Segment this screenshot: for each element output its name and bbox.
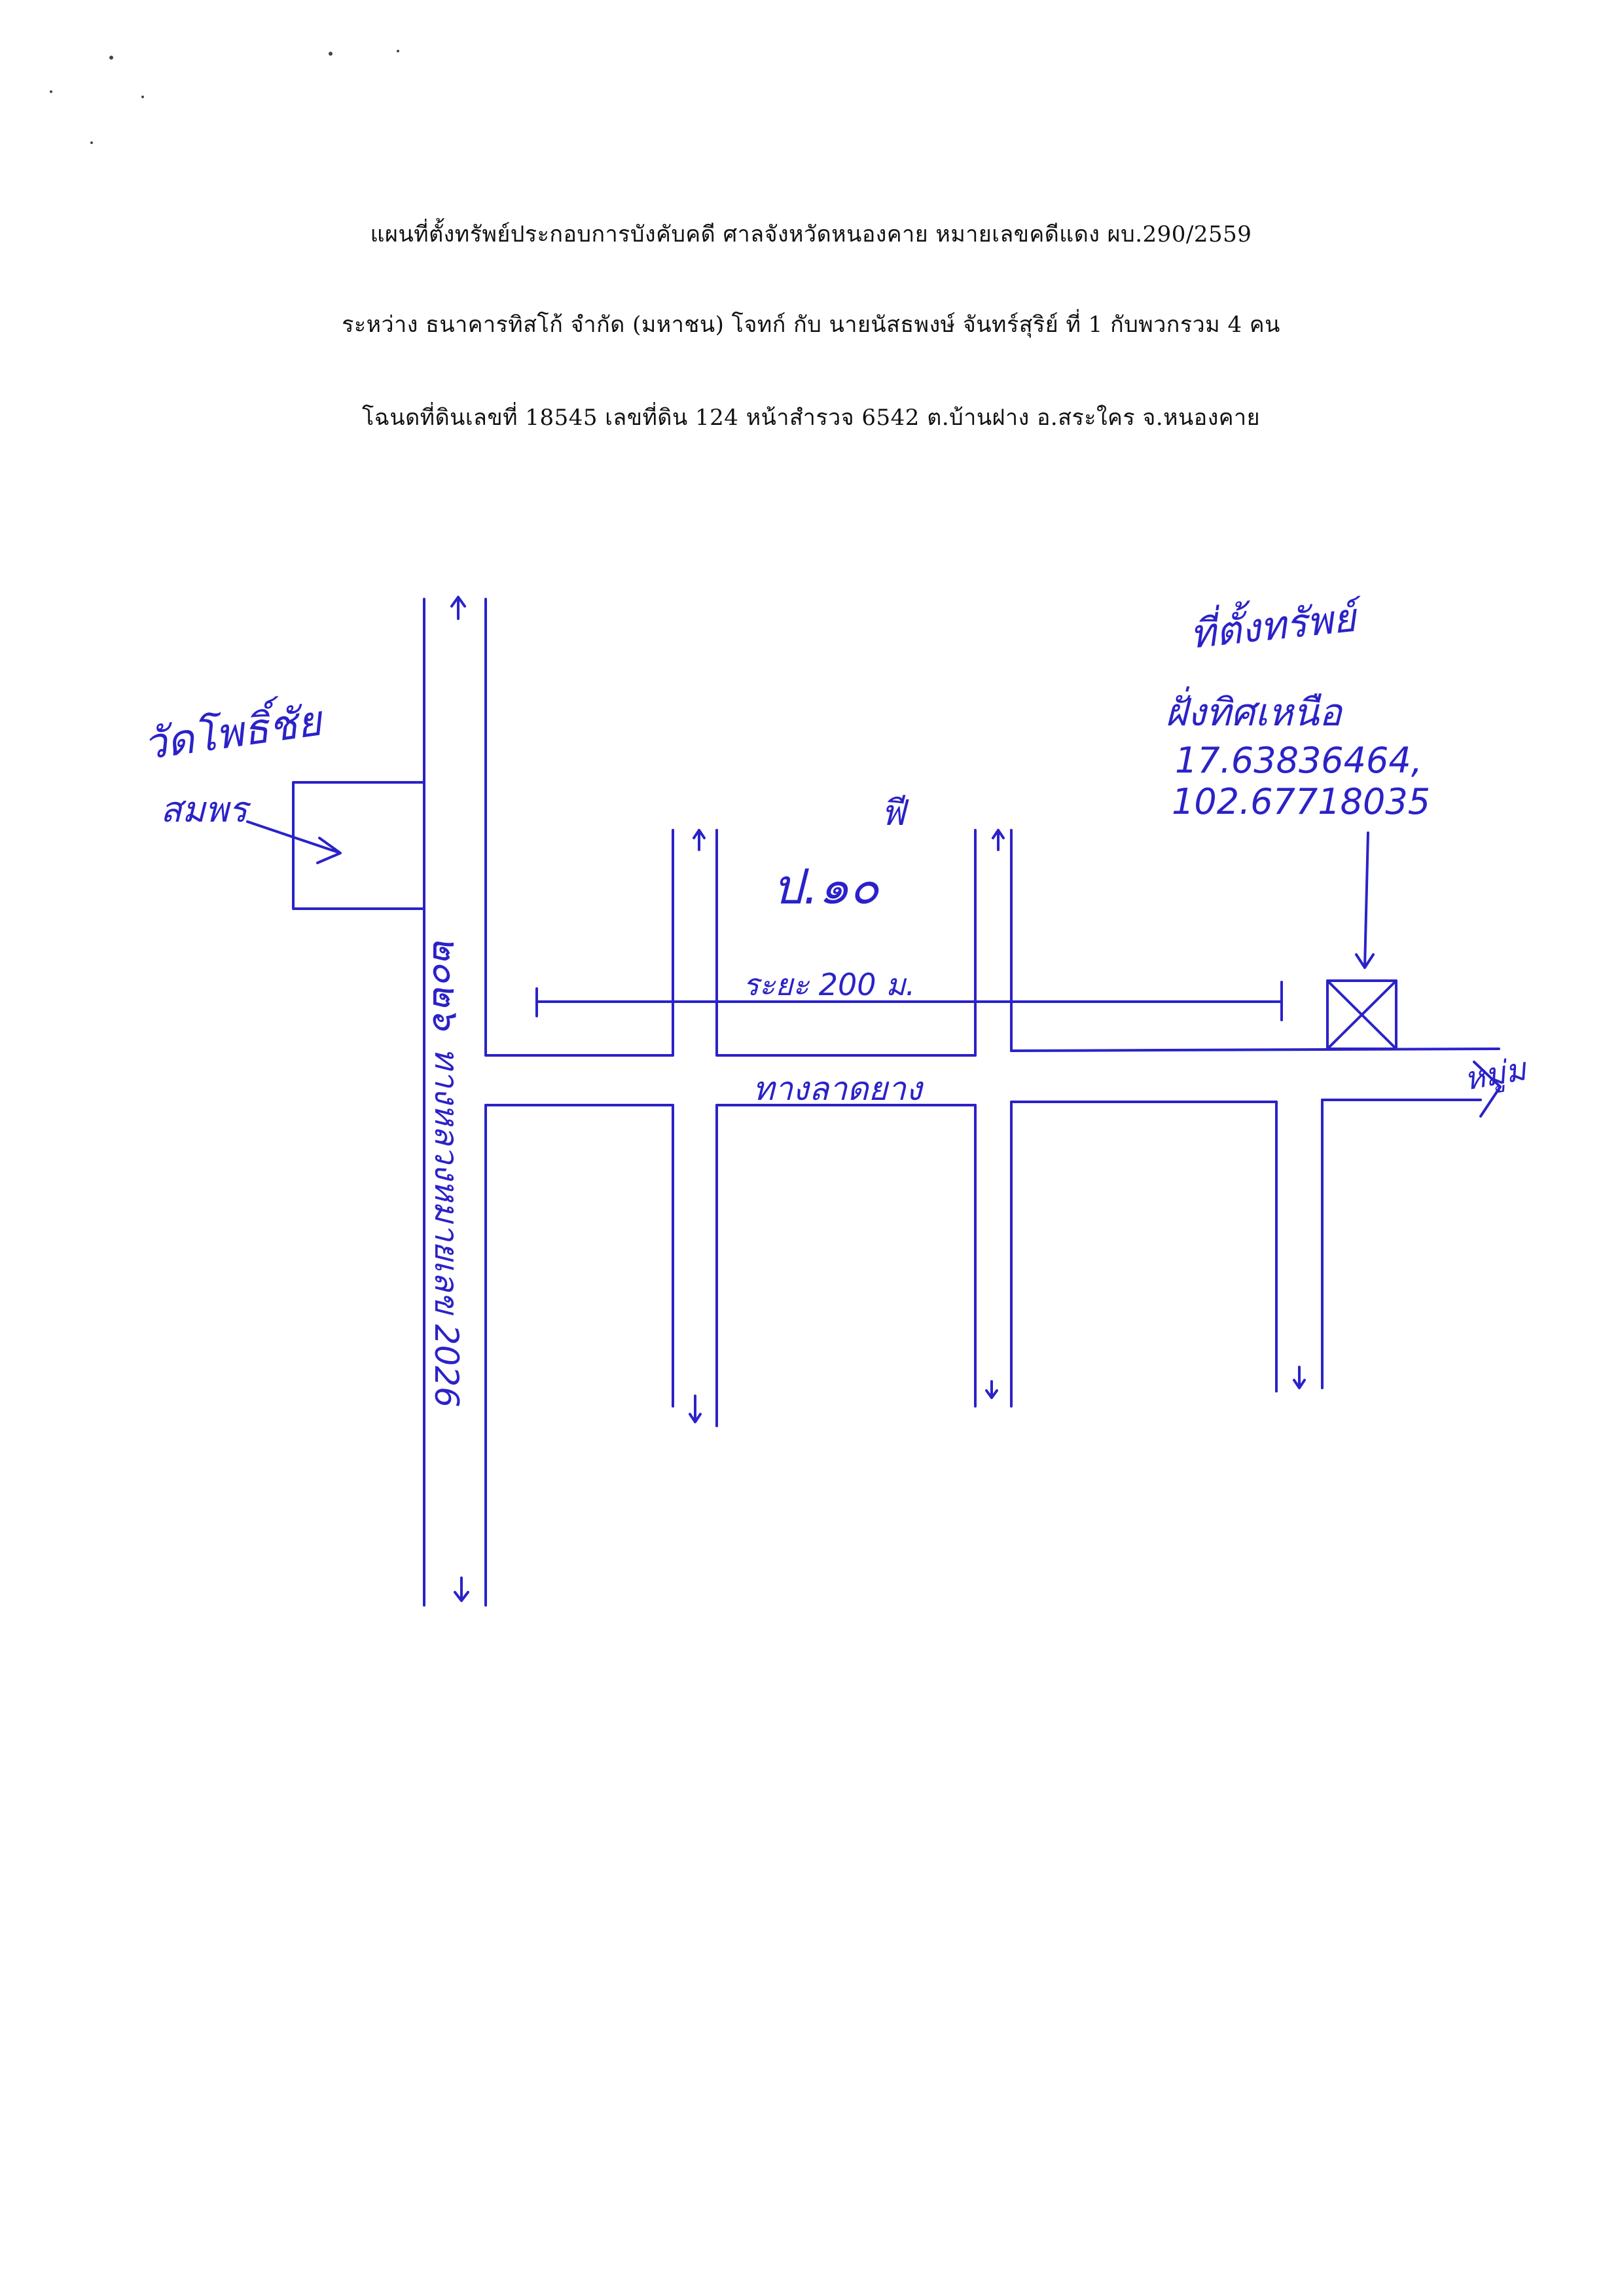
property-box — [1326, 979, 1397, 1050]
zone-mark: ฟี — [880, 792, 909, 833]
temple-pointer-arrow — [246, 820, 342, 864]
property-pointer-arrow — [1355, 831, 1375, 969]
scan-speck — [329, 52, 333, 56]
scan-speck — [397, 50, 399, 52]
direction-label: หมู่ม — [1461, 1051, 1530, 1099]
direction-arrow-east — [1473, 1061, 1502, 1118]
scan-speck — [141, 96, 144, 98]
property-coordinate-lon: 102.67718035 — [1172, 781, 1430, 822]
header-line-1: แผนที่ตั้งทรัพย์ประกอบการบังคับคดี ศาลจั… — [370, 221, 1252, 247]
main-road-number: ๒๐๒๖ — [424, 936, 467, 1032]
south-arrow-street-1 — [689, 1394, 702, 1423]
property-sublabel: ฝั่งทิศเหนือ — [1165, 686, 1343, 735]
zone-label: ป.๑๐ — [772, 859, 880, 915]
scan-speck — [90, 141, 93, 144]
north-arrow-street-1 — [693, 829, 706, 851]
north-arrow-main — [450, 596, 466, 620]
scan-speck — [109, 56, 113, 60]
temple-building — [292, 781, 425, 910]
south-arrow-main — [454, 1576, 469, 1602]
south-arrow-street-2 — [985, 1380, 998, 1399]
side-road-top-edge-3 — [1010, 1048, 1500, 1052]
north-arrow-street-2 — [992, 829, 1005, 851]
side-road-label: ทางลาดยาง — [753, 1070, 924, 1108]
main-road-label: ทางหลวงหมายเลข 2026 — [427, 1048, 465, 1408]
property-coordinate-lat: 17.63836464, — [1175, 740, 1422, 781]
property-box-cross — [1326, 979, 1397, 1050]
south-arrow-street-3 — [1293, 1366, 1306, 1389]
header-line-2: ระหว่าง ธนาคารทิสโก้ จำกัด (มหาชน) โจทก์… — [342, 312, 1280, 338]
landmark-label-name: สมพร — [160, 789, 251, 830]
property-label: ที่ตั้งทรัพย์ — [1187, 589, 1365, 658]
distance-dimension-line — [535, 981, 1283, 1021]
scan-speck — [50, 90, 52, 93]
header-line-3: โฉนดที่ดินเลขที่ 18545 เลขที่ดิน 124 หน้… — [361, 405, 1261, 431]
road-distance-label: ระยะ 200 ม. — [743, 967, 915, 1002]
landmark-label-temple: วัดโพธิ์ชัย — [139, 690, 327, 770]
